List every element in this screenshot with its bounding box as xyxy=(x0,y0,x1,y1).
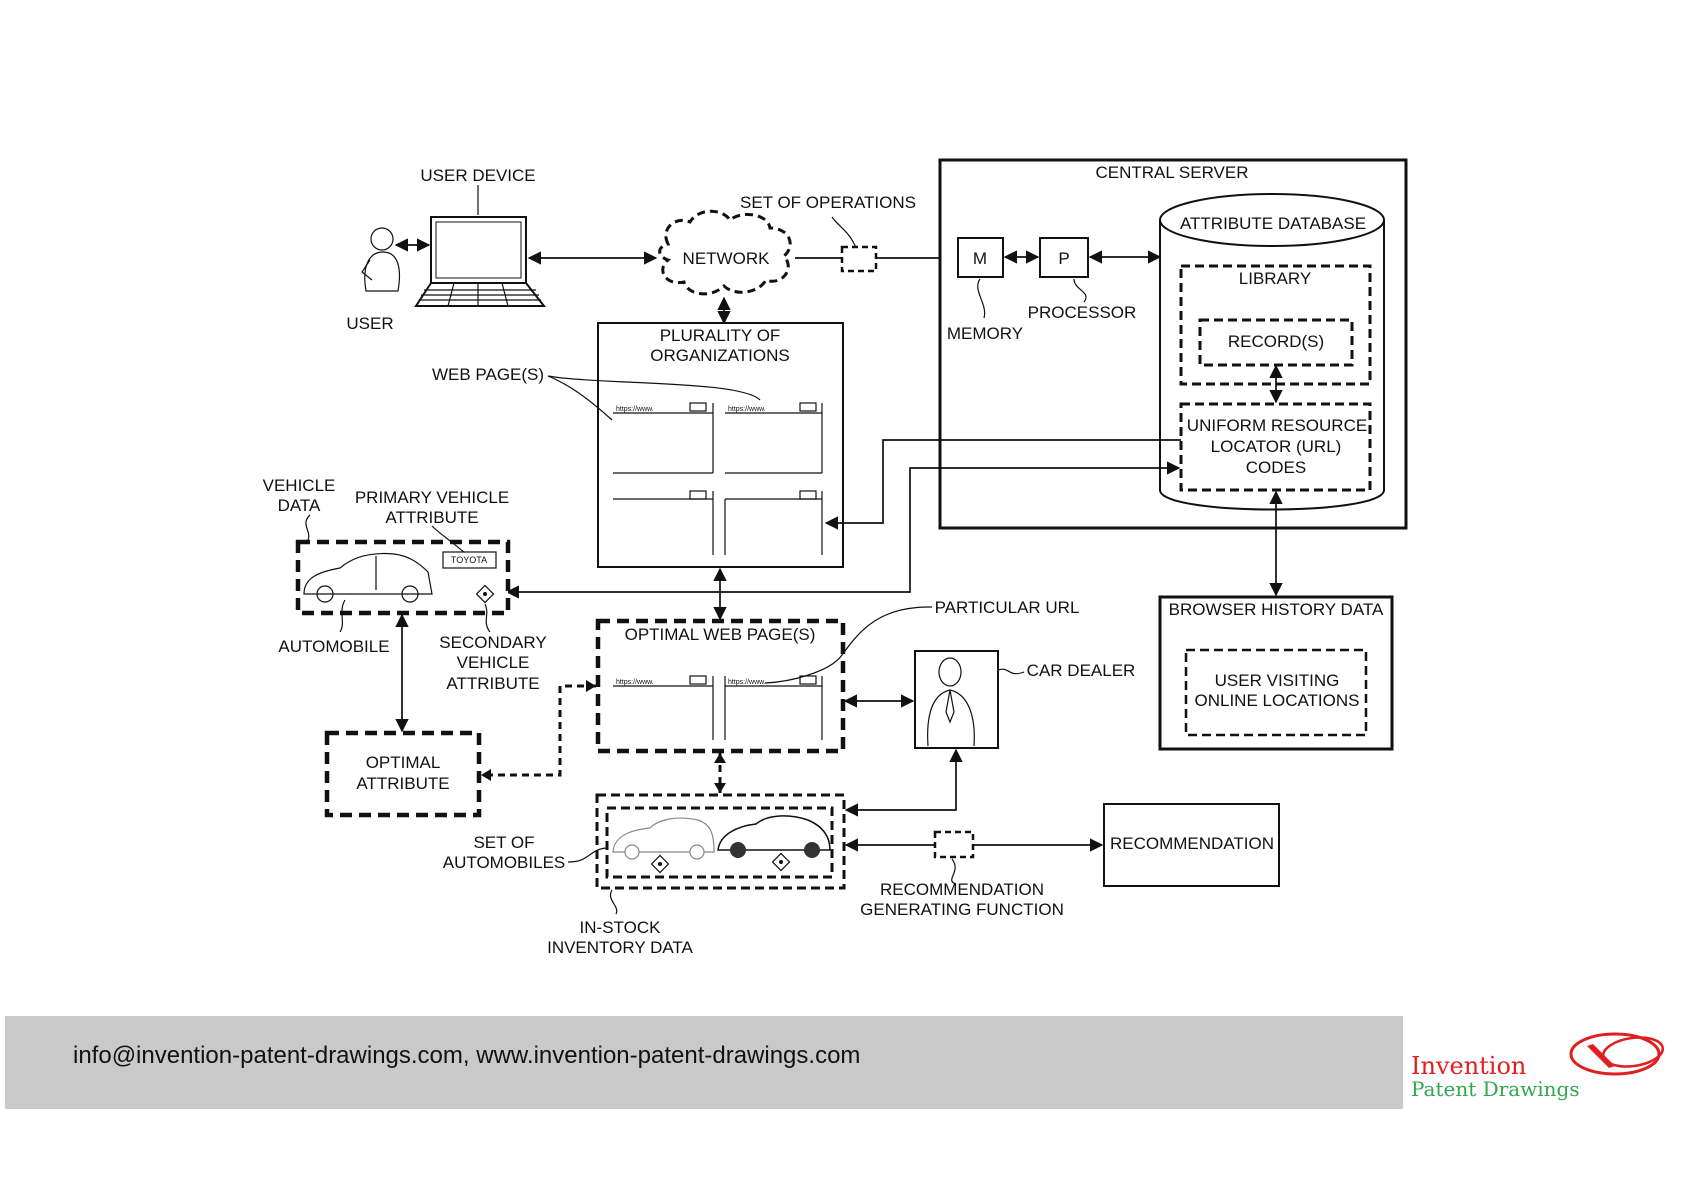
secondary-attribute-line2: VEHICLE xyxy=(457,653,530,672)
web-page-url-text: https://www. xyxy=(728,406,766,413)
footer-bar: info@invention-patent-drawings.com, www.… xyxy=(5,1016,1403,1109)
organizations-line1: PLURALITY OF xyxy=(660,326,781,345)
primary-attribute-line1: PRIMARY VEHICLE xyxy=(355,488,509,507)
web-pages-label: WEB PAGE(S) xyxy=(432,365,544,384)
logo-swoosh xyxy=(1571,1034,1659,1074)
web-page-url-text: https://www. xyxy=(728,679,766,686)
automobile-label: AUTOMOBILE xyxy=(278,637,389,656)
user-visiting-line1: USER VISITING xyxy=(1215,671,1340,690)
pen-icon xyxy=(1587,1044,1615,1068)
user-figure xyxy=(362,228,399,291)
logo-line2: Patent Drawings xyxy=(1411,1077,1580,1101)
set-of-operations-leader xyxy=(832,217,856,248)
library-label: LIBRARY xyxy=(1239,269,1311,288)
organizations-line2: ORGANIZATIONS xyxy=(650,346,789,365)
footer-contact[interactable]: info@invention-patent-drawings.com, www.… xyxy=(73,1042,860,1070)
url-codes-line1: UNIFORM RESOURCE xyxy=(1187,416,1367,435)
set-of-automobiles-line1: SET OF xyxy=(473,833,534,852)
central-server-label: CENTRAL SERVER xyxy=(1095,163,1248,182)
primary-attribute-line2: ATTRIBUTE xyxy=(385,508,478,527)
web-page-url-text: https://www. xyxy=(616,406,654,413)
recommendation-label: RECOMMENDATION xyxy=(1110,834,1274,853)
logo-line1: Invention xyxy=(1411,1052,1526,1080)
particular-url-label: PARTICULAR URL xyxy=(935,598,1080,617)
records-label: RECORD(S) xyxy=(1228,332,1324,351)
logo-graphic: Invention Patent Drawings xyxy=(1403,1016,1684,1109)
vehicle-data-line2: DATA xyxy=(278,496,321,515)
attribute-database-label: ATTRIBUTE DATABASE xyxy=(1180,214,1366,233)
car-dealer-label: CAR DEALER xyxy=(1027,661,1136,680)
optimal-web-pages-label: OPTIMAL WEB PAGE(S) xyxy=(625,625,816,644)
url-codes-line3: CODES xyxy=(1246,458,1306,477)
arrow-head xyxy=(714,753,726,763)
patent-diagram: USER USER DEVICE NETWORK SET OF OPERATIO… xyxy=(0,0,1684,1016)
arrow-head xyxy=(481,769,491,781)
set-of-operations-box xyxy=(842,247,876,271)
optimal-attribute-line1: OPTIMAL xyxy=(366,753,441,772)
optimal-page-attribute-link xyxy=(481,686,596,775)
laptop-icon xyxy=(416,217,544,306)
recommendation-function-line2: GENERATING FUNCTION xyxy=(860,900,1064,919)
processor-label: PROCESSOR xyxy=(1028,303,1137,322)
user-visiting-line2: ONLINE LOCATIONS xyxy=(1195,691,1360,710)
secondary-attribute-line1: SECONDARY xyxy=(439,633,546,652)
set-of-automobiles-line2: AUTOMOBILES xyxy=(443,853,566,872)
memory-label: MEMORY xyxy=(947,324,1023,343)
secondary-attribute-line3: ATTRIBUTE xyxy=(446,674,539,693)
web-page-url-text: https://www. xyxy=(616,679,654,686)
arrow-head xyxy=(714,783,726,793)
inventory-leader xyxy=(610,890,616,914)
vehicle-data-leader xyxy=(306,515,310,540)
recommendation-function-box xyxy=(935,832,973,857)
recommendation-function-line1: RECOMMENDATION xyxy=(880,880,1044,899)
inventory-line1: IN-STOCK xyxy=(580,918,662,937)
memory-letter: M xyxy=(973,249,987,268)
user-device-label: USER DEVICE xyxy=(420,166,535,185)
toyota-text: TOYOTA xyxy=(451,555,487,565)
user-label: USER xyxy=(346,314,393,333)
company-logo: Invention Patent Drawings xyxy=(1403,1016,1684,1109)
arrow-head xyxy=(586,680,596,692)
network-label: NETWORK xyxy=(683,249,771,268)
processor-letter: P xyxy=(1058,249,1069,268)
url-codes-line2: LOCATOR (URL) xyxy=(1211,437,1342,456)
optimal-attribute-line2: ATTRIBUTE xyxy=(356,774,449,793)
browser-history-label: BROWSER HISTORY DATA xyxy=(1169,600,1384,619)
dealer-inventory-arrow xyxy=(846,750,956,810)
set-of-operations-label: SET OF OPERATIONS xyxy=(740,193,916,212)
vehicle-data-line1: VEHICLE xyxy=(263,476,336,495)
car-dealer-leader xyxy=(998,669,1024,674)
inventory-line2: INVENTORY DATA xyxy=(547,938,693,957)
